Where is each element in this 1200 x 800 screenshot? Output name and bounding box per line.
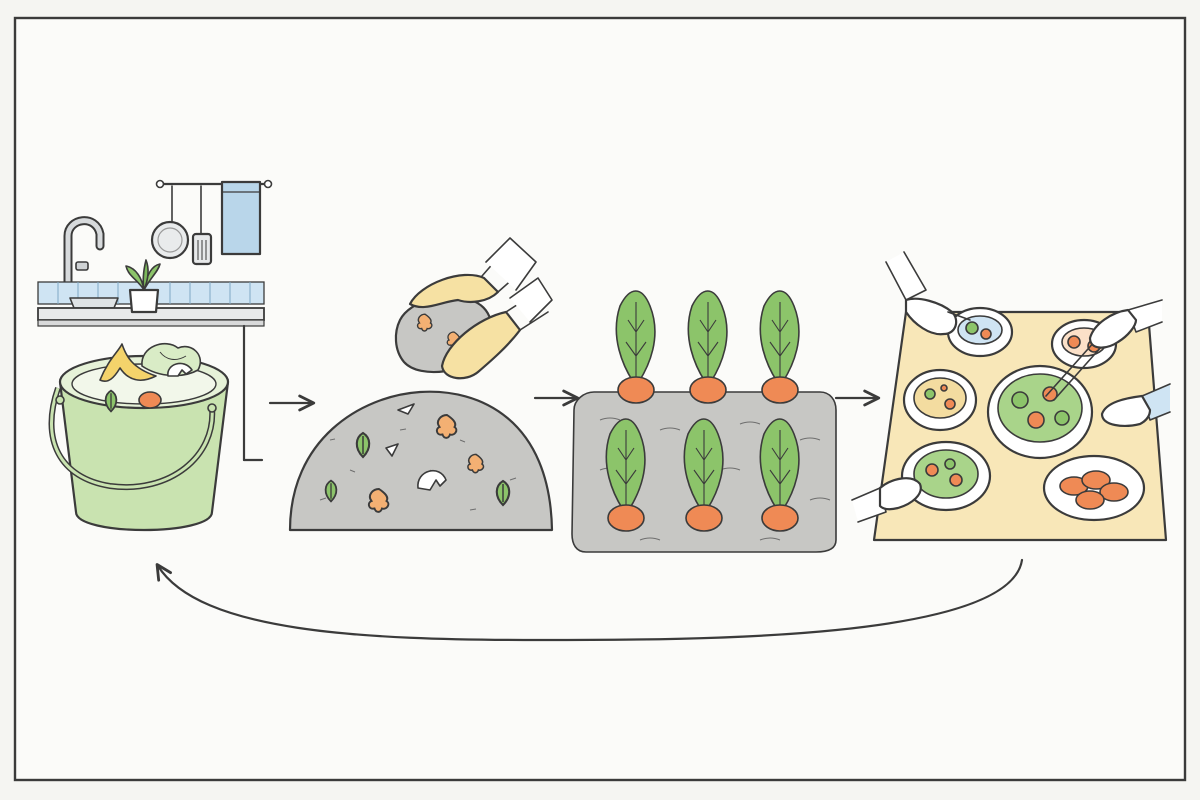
salad-bowl-large: [986, 339, 1103, 460]
carrot-row-top: [615, 290, 800, 404]
eggshell-icon: [167, 362, 193, 377]
soup-bowl: [902, 368, 978, 432]
gloved-hands-icon: [394, 237, 553, 380]
stage-compost-pile: [288, 237, 554, 532]
stage-shared-meal: [851, 251, 1171, 542]
eggshell-icon: [417, 469, 447, 491]
stage-carrot-garden: [571, 290, 837, 553]
pan-icon: [150, 185, 190, 260]
potted-plant-icon: [125, 259, 161, 314]
towel-icon: [220, 180, 262, 256]
salad-plate: [900, 440, 992, 512]
compost-bucket: [48, 342, 230, 532]
return-arrow: [155, 558, 1024, 642]
spatula-icon: [191, 185, 213, 266]
faucet-icon: [63, 216, 105, 301]
carrot-plant: [683, 418, 724, 532]
carrot-plant: [615, 290, 656, 404]
stage-kitchen-compost-bin: [37, 179, 273, 532]
carrot-plant: [605, 418, 646, 532]
hand-icon: [885, 251, 971, 336]
carrot-plant: [759, 418, 800, 532]
carrot-plant: [687, 290, 728, 404]
hand-icon: [1088, 299, 1163, 349]
carrot-slices-plate: [1042, 454, 1146, 522]
utensil-rail: [150, 179, 273, 266]
hand-icon: [851, 477, 922, 523]
carrot-plant: [759, 290, 800, 404]
hand-icon: [1100, 383, 1171, 427]
banana-peel-icon: [99, 343, 157, 383]
carrot-row-bottom: [605, 418, 800, 532]
